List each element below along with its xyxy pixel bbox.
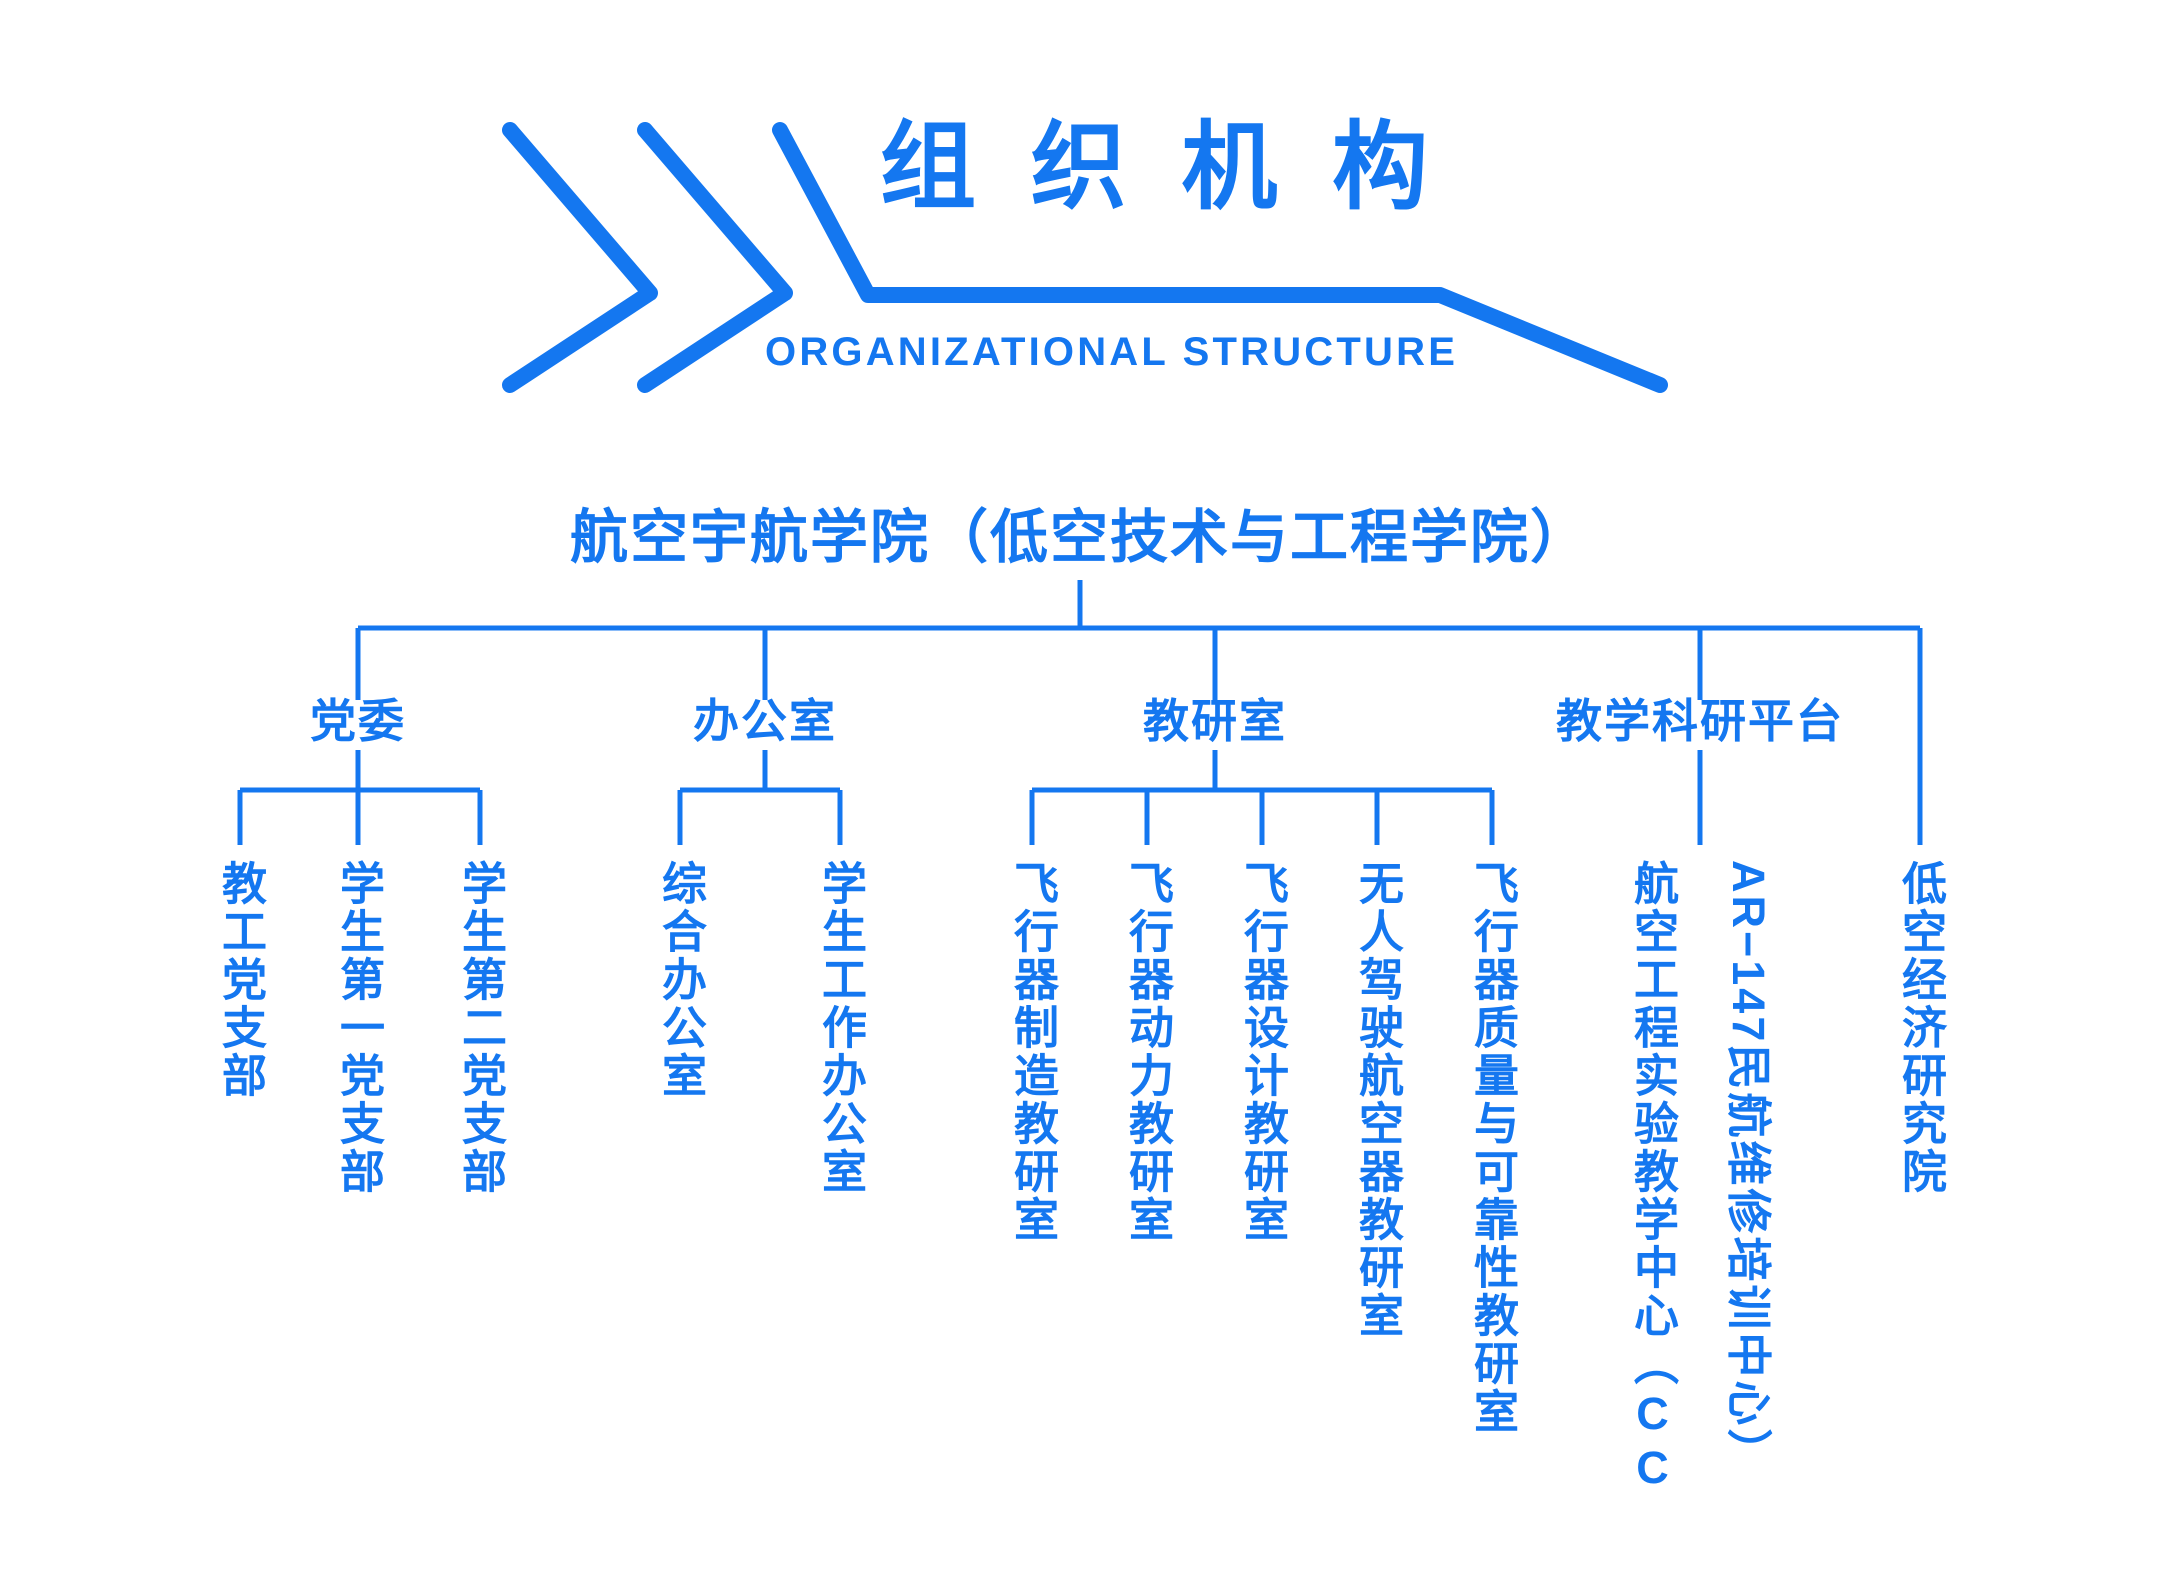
- leaf-node-ar147-minhang-weixiu-peixun-zhongxin: AR−147民航维修培训中心）: [1722, 860, 1774, 1477]
- chevron-3-underline: [772, 122, 1668, 393]
- branch-node-dangwei: 党委: [310, 695, 406, 747]
- leaf-node-xuesheng-diyi-dangzhibu: 学生第一党支部: [332, 860, 384, 1196]
- leaf-node-feixingqi-zhizao-jiaoyanshi: 飞行器制造教研室: [1006, 860, 1058, 1244]
- leaf-node-xueshenggongzuo-bangongshi: 学生工作办公室: [814, 860, 866, 1196]
- leaf-node-wurenjiashi-hangkongqi-jiaoyanshi: 无人驾驶航空器教研室: [1351, 860, 1403, 1340]
- header-decoration: [502, 122, 1668, 393]
- leaf-node-feixingqi-sheji-jiaoyanshi: 飞行器设计教研室: [1236, 860, 1288, 1244]
- leaf-node-feixingqi-dongli-jiaoyanshi: 飞行器动力教研室: [1121, 860, 1173, 1244]
- leaf-node-zonghe-bangongshi: 综合办公室: [654, 860, 706, 1100]
- page-subtitle: ORGANIZATIONAL STRUCTURE: [765, 330, 1459, 374]
- branch-node-jiaoyanshi: 教研室: [1143, 695, 1287, 747]
- leaf-node-hangkonggongcheng-shiyanjiaoxue-zhongxin: 航空工程实验教学中心（CC: [1626, 860, 1678, 1496]
- branch-node-pingtai: 教学科研平台: [1556, 695, 1844, 747]
- leaf-node-dikong-jingji-yanjiuyuan: 低空经济研究院: [1894, 860, 1946, 1196]
- chevron-1: [502, 122, 658, 393]
- page-title: 组 织 机 构: [880, 114, 1443, 221]
- leaf-node-xuesheng-dier-dangzhibu: 学生第二党支部: [454, 860, 506, 1196]
- chevron-2: [637, 122, 793, 393]
- branch-node-bangongshi: 办公室: [693, 695, 837, 747]
- leaf-node-jiaogong-dangzhibu: 教工党支部: [214, 860, 266, 1100]
- root-node: 航空宇航学院（低空技术与工程学院）: [569, 505, 1590, 570]
- leaf-node-feixingqi-zhiliang-kekaoxing-jiaoyanshi: 飞行器质量与可靠性教研室: [1466, 860, 1518, 1436]
